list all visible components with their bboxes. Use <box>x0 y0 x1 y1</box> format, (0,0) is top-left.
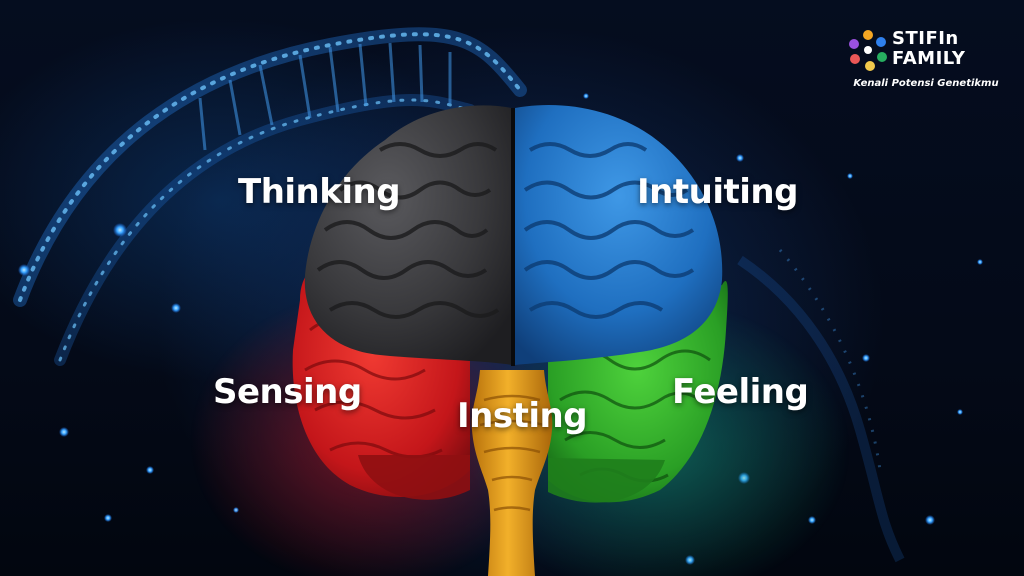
intuiting-label: Intuiting <box>637 172 798 212</box>
intuiting-lobe <box>515 105 723 366</box>
brand-name-line2: FAMILY <box>892 48 966 69</box>
stifin-family-logo: STIFIn FAMILY Kenali Potensi Genetikmu <box>846 28 1006 98</box>
brand-name-line1: STIFIn <box>892 28 959 49</box>
dna-helix <box>13 27 905 563</box>
sensing-label: Sensing <box>213 372 362 412</box>
thinking-label: Thinking <box>238 172 401 212</box>
brand-tagline: Kenali Potensi Genetikmu <box>853 78 999 89</box>
people-circle-logo-icon <box>849 30 887 71</box>
feeling-label: Feeling <box>672 372 809 412</box>
insting-label: Insting <box>457 396 588 436</box>
